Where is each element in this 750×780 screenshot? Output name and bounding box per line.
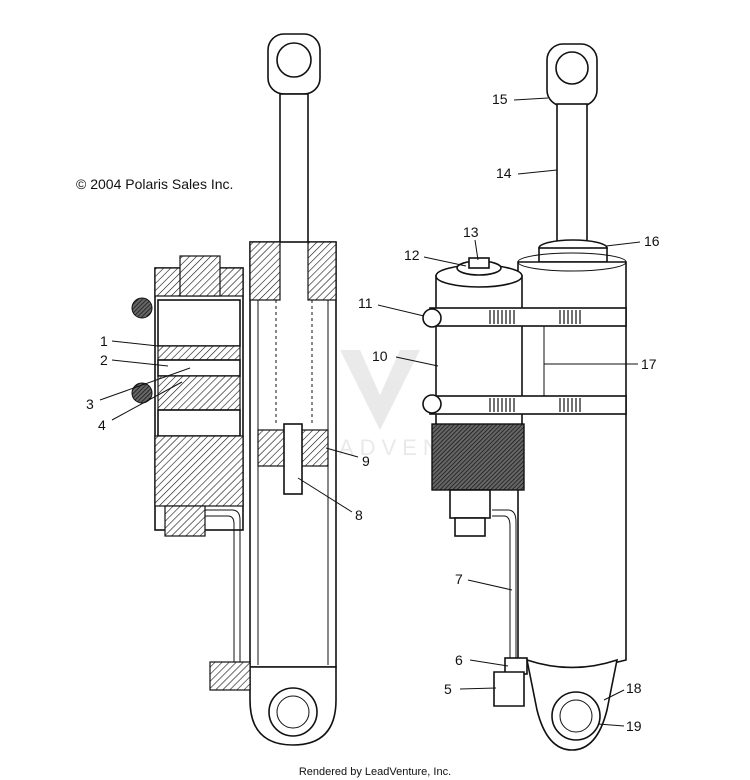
o-ring-lower	[131, 382, 153, 404]
callout-12: 12	[404, 247, 467, 267]
copyright-text: © 2004 Polaris Sales Inc.	[76, 176, 233, 192]
callout-4: 4	[98, 381, 183, 433]
callout-19: 19	[597, 718, 642, 734]
footer-text: Rendered by LeadVenture, Inc.	[299, 766, 451, 778]
callout-15: 15	[492, 91, 549, 107]
callout-label: 11	[358, 295, 373, 311]
callout-label: 9	[362, 453, 370, 469]
adjuster-knob	[431, 423, 525, 491]
callout-13: 13	[463, 224, 479, 261]
callout-label: 2	[100, 352, 108, 368]
callout-5: 5	[444, 681, 497, 697]
callout-label: 6	[455, 652, 463, 668]
callout-17: 17	[544, 356, 657, 372]
callout-11: 11	[358, 295, 425, 317]
callout-label: 15	[492, 91, 508, 107]
assembled-shock	[422, 43, 627, 751]
callout-label: 5	[444, 681, 452, 697]
callout-9: 9	[325, 447, 370, 469]
callout-label: 4	[98, 417, 106, 433]
callout-label: 7	[455, 571, 463, 587]
callout-14: 14	[496, 165, 558, 181]
callout-6: 6	[455, 652, 509, 668]
callout-label: 18	[626, 680, 642, 696]
callout-1: 1	[100, 333, 159, 349]
sectioned-shock	[131, 33, 337, 746]
callout-2: 2	[100, 352, 169, 368]
o-ring-upper	[131, 297, 153, 319]
callout-7: 7	[455, 571, 513, 591]
callout-label: 16	[644, 233, 660, 249]
callout-label: 17	[641, 356, 657, 372]
callout-label: 10	[372, 348, 388, 364]
callout-label: 19	[626, 718, 642, 734]
clamp-band-upper	[489, 310, 581, 324]
clamp-band-lower	[489, 398, 581, 412]
callout-label: 8	[355, 507, 363, 523]
callout-label: 3	[86, 396, 94, 412]
callout-10: 10	[372, 348, 439, 367]
callout-3: 3	[86, 367, 191, 412]
callout-16: 16	[605, 233, 660, 249]
callout-label: 12	[404, 247, 420, 263]
callout-label: 1	[100, 333, 108, 349]
callout-8: 8	[297, 477, 363, 523]
callout-18: 18	[603, 680, 642, 701]
callout-label: 13	[463, 224, 479, 240]
callout-label: 14	[496, 165, 512, 181]
